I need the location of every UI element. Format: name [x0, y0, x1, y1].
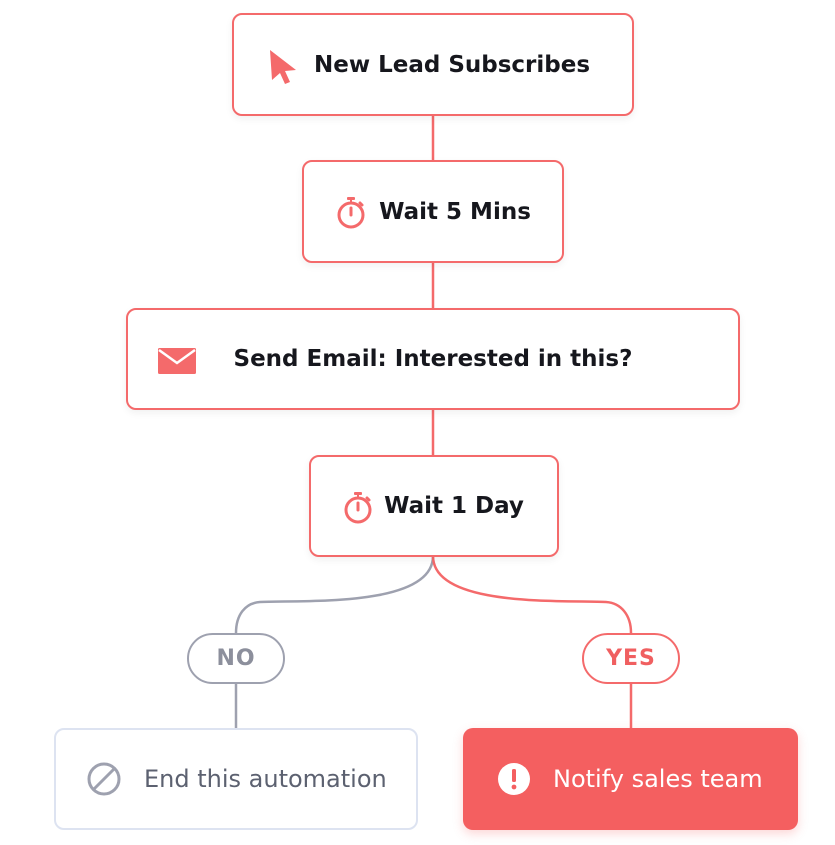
branch-no-label: NO: [216, 646, 256, 671]
connector-wait2-to-yes: [431, 555, 633, 634]
node-end-automation[interactable]: End this automation: [54, 728, 418, 830]
branch-no-pill[interactable]: NO: [187, 633, 285, 684]
node-label: New Lead Subscribes: [313, 51, 591, 78]
cursor-icon: [266, 47, 300, 87]
stopwatch-icon: [341, 491, 375, 525]
node-label: Wait 1 Day: [384, 493, 524, 519]
node-wait-5-mins[interactable]: Wait 5 Mins: [302, 160, 564, 263]
connector-wait2-to-no: [234, 555, 435, 634]
prohibited-icon: [86, 761, 122, 797]
stopwatch-icon: [334, 196, 368, 230]
branch-yes-label: YES: [606, 646, 656, 671]
envelope-icon: [158, 347, 196, 375]
node-notify-sales-team[interactable]: Notify sales team: [463, 728, 798, 830]
node-label: Wait 5 Mins: [379, 198, 531, 225]
end-label: End this automation: [144, 765, 387, 793]
alert-icon: [497, 762, 531, 796]
notify-label: Notify sales team: [553, 765, 763, 793]
node-new-lead-subscribes[interactable]: New Lead Subscribes: [232, 13, 634, 116]
node-wait-1-day[interactable]: Wait 1 Day: [309, 455, 559, 557]
branch-yes-pill[interactable]: YES: [582, 633, 680, 684]
node-send-email[interactable]: Send Email: Interested in this?: [126, 308, 740, 410]
node-label: Send Email: Interested in this?: [233, 346, 633, 372]
